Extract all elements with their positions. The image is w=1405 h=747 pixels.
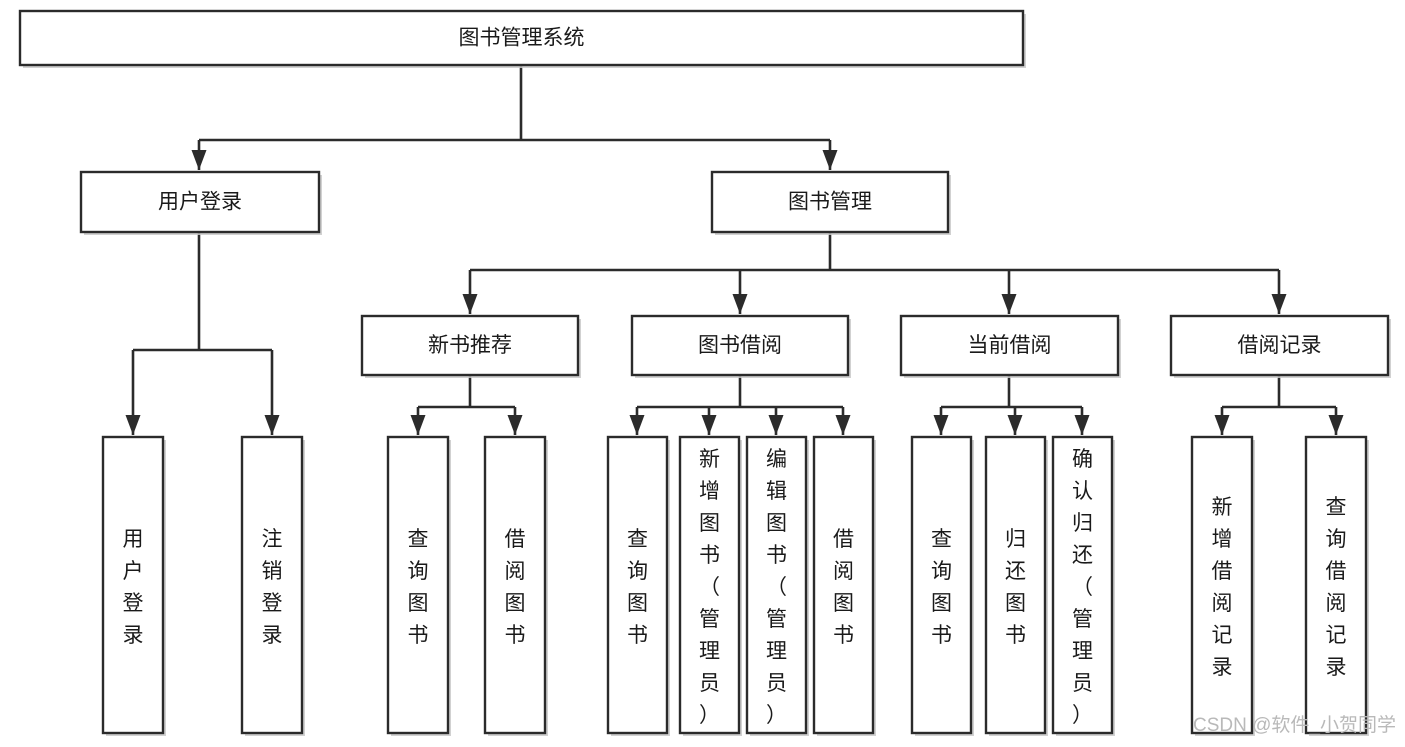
- arrow-leaf-borrow-book: [835, 415, 851, 435]
- node-leaf-add-borrow-record[interactable]: 新增借阅记录: [1190, 435, 1255, 736]
- node-label-leaf-add-book: 新增图书（管理员）: [699, 448, 720, 727]
- node-box-book-borrow[interactable]: [630, 314, 850, 377]
- arrow-leaf-query-recommend: [410, 415, 426, 435]
- node-leaf-edit-book[interactable]: 编辑图书（管理员）: [745, 435, 809, 736]
- bus-borrow-record: [1222, 375, 1336, 409]
- node-label-leaf-add-borrow-record: 新增借阅记录: [1212, 496, 1233, 679]
- node-label-book-borrow: 图书借阅: [698, 334, 782, 357]
- node-box-leaf-query-borrow-record[interactable]: [1304, 435, 1368, 735]
- node-leaf-logout[interactable]: 注销登录: [240, 435, 305, 736]
- arrow-book-borrow: [732, 294, 748, 314]
- node-borrow-record[interactable]: 借阅记录: [1169, 314, 1391, 378]
- arrow-current-borrow: [1001, 294, 1017, 314]
- node-box-leaf-query-book-current[interactable]: [910, 435, 973, 735]
- node-label-new-book-recommend: 新书推荐: [428, 334, 512, 357]
- node-label-leaf-query-book-recommend: 查询图书: [408, 528, 429, 647]
- node-leaf-query-borrow-record[interactable]: 查询借阅记录: [1304, 435, 1369, 736]
- csdn-watermark: CSDN @软件_小贺同学: [1193, 714, 1396, 736]
- node-label-leaf-query-book-current: 查询图书: [931, 528, 952, 647]
- node-leaf-confirm-return[interactable]: 确认归还（管理员）: [1051, 435, 1115, 736]
- node-leaf-add-book[interactable]: 新增图书（管理员）: [678, 435, 742, 736]
- node-label-leaf-return-book: 归还图书: [1005, 528, 1026, 647]
- node-leaf-user-login[interactable]: 用户登录: [101, 435, 166, 736]
- node-box-leaf-confirm-return[interactable]: [1051, 435, 1114, 735]
- node-label-leaf-confirm-return: 确认归还（管理员）: [1072, 448, 1093, 727]
- node-box-leaf-query-book-borrow[interactable]: [606, 435, 669, 735]
- node-label-root: 图书管理系统: [459, 27, 585, 50]
- arrow-leaf-return-book: [1007, 415, 1023, 435]
- node-root[interactable]: 图书管理系统: [18, 9, 1026, 68]
- node-label-leaf-logout: 注销登录: [262, 528, 283, 647]
- node-label-book-manage: 图书管理: [788, 191, 872, 214]
- connector-layer: [125, 65, 1344, 435]
- node-box-leaf-borrow-book-recommend[interactable]: [483, 435, 547, 735]
- node-layer: 图书管理系统用户登录图书管理新书推荐图书借阅当前借阅借阅记录用户登录注销登录查询…: [18, 9, 1391, 736]
- node-leaf-borrow-book[interactable]: 借阅图书: [812, 435, 876, 736]
- arrow-leaf-confirm-return: [1074, 415, 1090, 435]
- node-new-book-recommend[interactable]: 新书推荐: [360, 314, 581, 378]
- bus-user-login: [133, 232, 272, 352]
- node-leaf-query-book-current[interactable]: 查询图书: [910, 435, 974, 736]
- node-box-leaf-edit-book[interactable]: [745, 435, 808, 735]
- node-box-leaf-add-book[interactable]: [678, 435, 741, 735]
- bus-new-book-recommend: [418, 375, 515, 409]
- bus-book-borrow: [637, 375, 843, 409]
- node-current-borrow[interactable]: 当前借阅: [899, 314, 1121, 378]
- node-box-user-login[interactable]: [79, 170, 321, 234]
- arrow-leaf-user-login: [125, 415, 141, 435]
- arrow-user-login: [191, 150, 207, 170]
- node-box-borrow-record[interactable]: [1169, 314, 1390, 377]
- node-leaf-query-book-borrow[interactable]: 查询图书: [606, 435, 670, 736]
- node-box-leaf-add-borrow-record[interactable]: [1190, 435, 1254, 735]
- node-box-leaf-logout[interactable]: [240, 435, 304, 735]
- node-label-leaf-user-login: 用户登录: [123, 528, 144, 647]
- arrow-leaf-borrow-recommend: [507, 415, 523, 435]
- node-label-user-login: 用户登录: [158, 191, 242, 214]
- node-label-leaf-query-borrow-record: 查询借阅记录: [1326, 496, 1347, 679]
- node-label-leaf-query-book-borrow: 查询图书: [627, 528, 648, 647]
- node-box-book-manage[interactable]: [710, 170, 950, 234]
- arrow-leaf-edit-book: [768, 415, 784, 435]
- node-box-leaf-query-book-recommend[interactable]: [386, 435, 450, 735]
- node-box-leaf-borrow-book[interactable]: [812, 435, 875, 735]
- node-leaf-return-book[interactable]: 归还图书: [984, 435, 1048, 736]
- node-label-leaf-borrow-book-recommend: 借阅图书: [505, 528, 526, 647]
- node-leaf-borrow-book-recommend[interactable]: 借阅图书: [483, 435, 548, 736]
- node-box-root[interactable]: [18, 9, 1025, 67]
- arrow-leaf-query-current: [933, 415, 949, 435]
- bus-level1: [199, 65, 830, 142]
- node-box-new-book-recommend[interactable]: [360, 314, 580, 377]
- arrow-new-book-recommend: [462, 294, 478, 314]
- node-label-borrow-record: 借阅记录: [1238, 334, 1322, 357]
- arrow-leaf-query-record: [1328, 415, 1344, 435]
- node-box-leaf-return-book[interactable]: [984, 435, 1047, 735]
- node-book-borrow[interactable]: 图书借阅: [630, 314, 851, 378]
- arrow-leaf-logout: [264, 415, 280, 435]
- arrow-book-manage: [822, 150, 838, 170]
- bus-current-borrow: [941, 375, 1082, 409]
- node-leaf-query-book-recommend[interactable]: 查询图书: [386, 435, 451, 736]
- node-box-leaf-user-login[interactable]: [101, 435, 165, 735]
- node-book-manage[interactable]: 图书管理: [710, 170, 951, 235]
- arrow-borrow-record: [1271, 294, 1287, 314]
- node-label-current-borrow: 当前借阅: [968, 334, 1052, 357]
- arrow-leaf-add-record: [1214, 415, 1230, 435]
- arrow-leaf-add-book: [701, 415, 717, 435]
- node-label-leaf-borrow-book: 借阅图书: [833, 528, 854, 647]
- node-user-login[interactable]: 用户登录: [79, 170, 322, 235]
- arrow-leaf-query-borrow: [629, 415, 645, 435]
- bus-book-manage: [470, 232, 1279, 272]
- watermark-layer: CSDN @软件_小贺同学: [1193, 714, 1396, 736]
- node-box-current-borrow[interactable]: [899, 314, 1120, 377]
- node-label-leaf-edit-book: 编辑图书（管理员）: [766, 448, 787, 727]
